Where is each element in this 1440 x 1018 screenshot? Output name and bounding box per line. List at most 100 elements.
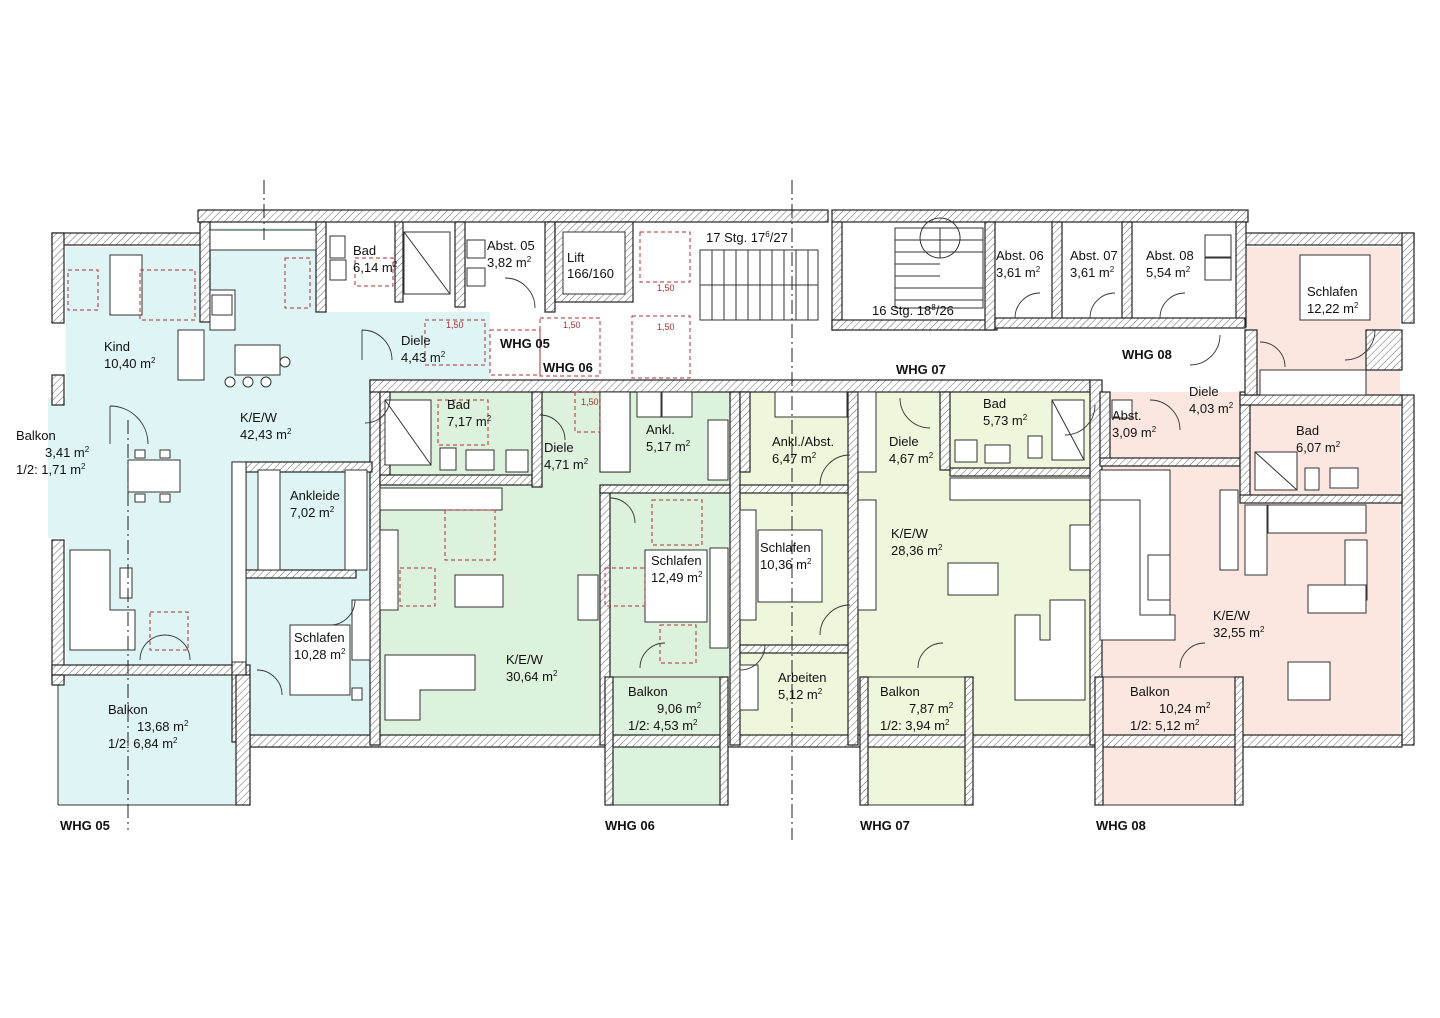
- area-unit-superscript: 2: [1354, 301, 1359, 310]
- area-unit-superscript: 2: [584, 457, 589, 466]
- room-area: 6,14 m: [353, 260, 393, 275]
- area-unit-superscript: 2: [1152, 425, 1157, 434]
- room-area: 5,73 m: [983, 413, 1023, 428]
- area-unit-superscript: 2: [693, 718, 698, 727]
- room-label: Arbeiten 5,12 m2: [778, 670, 826, 702]
- room-area: 12,22 m: [1307, 301, 1354, 316]
- footer-labels: WHG 05 WHG 06 WHG 07 WHG 08: [60, 818, 1146, 833]
- stair-label-1: 17 Stg. 176/27: [706, 230, 788, 245]
- area-unit-superscript: 2: [81, 462, 86, 471]
- room-label: Schlafen 12,22 m2: [1307, 284, 1359, 316]
- area-unit-superscript: 2: [287, 427, 292, 436]
- room-name: Bad: [353, 243, 376, 258]
- stair-label-2: 16 Stg. 188/26: [872, 303, 954, 318]
- room-half-area: 1/2: 3,94 m: [880, 718, 945, 733]
- room-area: 4,43 m: [401, 350, 441, 365]
- area-unit-superscript: 2: [949, 701, 954, 710]
- dim-label-1: 1,50: [446, 320, 464, 330]
- dimension-labels: 1,50 1,50 1,50 1,50 1,50: [446, 283, 675, 407]
- furniture: [69, 229, 1371, 721]
- room-area: 5,12 m: [778, 687, 818, 702]
- lift-name: Lift: [567, 250, 585, 265]
- area-unit-superscript: 2: [85, 445, 90, 454]
- corridor-label-whg05: WHG 05: [500, 336, 550, 351]
- area-unit-superscript: 2: [341, 647, 346, 656]
- room-name: Ankleide: [290, 488, 340, 503]
- room-name: Schlafen: [651, 553, 702, 568]
- room-area: 4,71 m: [544, 457, 584, 472]
- room-name: Balkon: [628, 684, 668, 699]
- room-area: 5,17 m: [646, 439, 686, 454]
- area-unit-superscript: 2: [1023, 413, 1028, 422]
- lift-size: 166/160: [567, 266, 614, 281]
- room-name: Diele: [889, 434, 919, 449]
- dim-label-3: 1,50: [657, 283, 675, 293]
- area-unit-superscript: 2: [393, 260, 398, 269]
- stairs-left: [699, 249, 819, 321]
- room-area: 7,02 m: [290, 505, 330, 520]
- area-unit-superscript: 2: [487, 414, 492, 423]
- dim-label-4: 1,50: [657, 322, 675, 332]
- room-area: 3,61 m: [996, 265, 1036, 280]
- area-unit-superscript: 2: [173, 736, 178, 745]
- corridor-label-whg06: WHG 06: [543, 360, 593, 375]
- room-half-area: 1/2: 1,71 m: [16, 462, 81, 477]
- room-area: 9,06 m: [657, 701, 697, 716]
- room-area: 3,41 m: [45, 445, 85, 460]
- room-area: 42,43 m: [240, 427, 287, 442]
- room-area: 7,17 m: [447, 414, 487, 429]
- area-unit-superscript: 2: [929, 451, 934, 460]
- room-area: 3,82 m: [487, 255, 527, 270]
- room-label: Ankl.5,17 m2: [646, 422, 691, 454]
- room-name: Kind: [104, 339, 130, 354]
- room-name: Arbeiten: [778, 670, 826, 685]
- room-name: Diele: [544, 440, 574, 455]
- area-unit-superscript: 2: [818, 687, 823, 696]
- area-unit-superscript: 2: [1036, 265, 1041, 274]
- room-name: K/E/W: [240, 410, 278, 425]
- area-unit-superscript: 2: [945, 718, 950, 727]
- room-name: Diele: [1189, 384, 1219, 399]
- room-area: 12,49 m: [651, 570, 698, 585]
- room-area: 5,54 m: [1146, 265, 1186, 280]
- room-area: 10,24 m: [1159, 701, 1206, 716]
- room-area: 28,36 m: [891, 543, 938, 558]
- room-name: Balkon: [1130, 684, 1170, 699]
- area-unit-superscript: 2: [812, 451, 817, 460]
- room-name: Schlafen: [1307, 284, 1358, 299]
- room-label: Abst.3,09 m2: [1112, 408, 1157, 440]
- area-unit-superscript: 2: [527, 255, 532, 264]
- room-area: 3,61 m: [1070, 265, 1110, 280]
- area-unit-superscript: 2: [151, 356, 156, 365]
- corridor-label-whg07: WHG 07: [896, 362, 946, 377]
- room-label: Diele 4,71 m2: [544, 440, 589, 472]
- footer-label-whg07: WHG 07: [860, 818, 910, 833]
- area-unit-superscript: 2: [553, 669, 558, 678]
- area-unit-superscript: 2: [686, 439, 691, 448]
- whg05-balcony-bottom: [58, 670, 250, 805]
- axes: [127, 180, 793, 840]
- area-unit-superscript: 2: [807, 557, 812, 566]
- area-unit-superscript: 2: [697, 701, 702, 710]
- area-unit-superscript: 2: [938, 543, 943, 552]
- room-name: Abst.: [1112, 408, 1142, 423]
- corridor-labels: WHG 05 WHG 06 WHG 07 WHG 08: [500, 336, 1172, 377]
- room-name: K/E/W: [891, 526, 929, 541]
- whg05-balcony-left: [48, 398, 108, 538]
- room-label: Bad 6,14 m2: [353, 243, 398, 275]
